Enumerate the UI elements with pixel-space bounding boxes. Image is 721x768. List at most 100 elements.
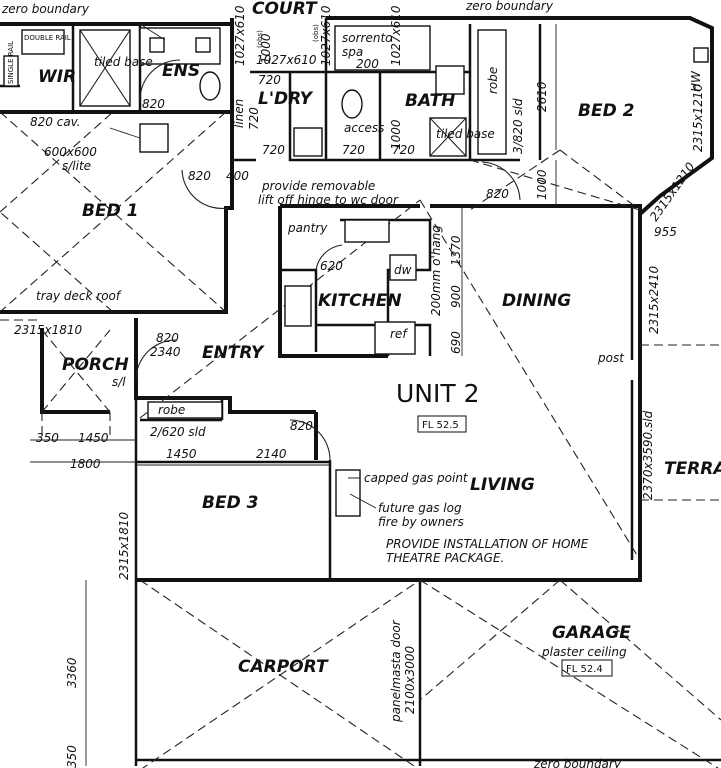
double-rail	[21, 29, 65, 55]
dim-bed1-door: 820	[188, 169, 211, 183]
note-zero-boundary-bottom: zero boundary	[533, 757, 622, 768]
note-skylight-size: 600x600	[44, 145, 97, 159]
dim-bed2-door: 820	[486, 187, 509, 201]
fl-garage: FL 52.4	[566, 664, 603, 675]
dim-955: 955	[654, 225, 677, 239]
dim-robe-sld: 3/820 sld	[511, 98, 525, 154]
note-tray-deck: tray deck roof	[36, 289, 122, 303]
note-hw: HW	[689, 70, 703, 92]
bed2-diagonals	[469, 149, 641, 211]
note-removable-2: lift off hinge to wc door	[258, 193, 399, 207]
dim-spa-200: 200	[356, 57, 379, 71]
bed3-door	[289, 419, 331, 461]
room-porch: PORCH	[62, 355, 129, 375]
unit-name: UNIT 2	[396, 379, 480, 408]
robe-bed2	[477, 29, 507, 155]
main-top-wall	[278, 204, 642, 560]
unit-info: UNIT 2 FL 52.5 FL 52.4	[396, 379, 613, 677]
note-dw: dw	[394, 263, 412, 277]
note-theatre-1: PROVIDE INSTALLATION OF HOME	[386, 537, 589, 551]
note-sorrento: sorrento	[342, 31, 393, 45]
dim-2140: 2140	[256, 447, 287, 461]
note-post: post	[597, 351, 625, 365]
dim-2315x2410: 2315x2410	[647, 265, 661, 334]
dim-690: 690	[449, 331, 463, 354]
dimension-lines	[30, 23, 557, 766]
bed1-door	[181, 169, 229, 209]
single-rail	[3, 55, 19, 87]
note-zero-boundary-top-left: zero boundary	[1, 2, 90, 16]
gas-point	[335, 469, 361, 517]
pantry-door	[315, 244, 343, 271]
dim-entry-820: 820	[156, 331, 179, 345]
ens-toilet	[199, 71, 221, 101]
note-future-gas-2: fire by owners	[378, 515, 464, 529]
entry-door	[135, 339, 177, 381]
note-access: access	[344, 121, 384, 135]
fl-box-garage	[561, 659, 613, 677]
tray-deck-outline	[41, 329, 111, 413]
doors	[135, 59, 521, 461]
dim-bed3-1450: 1450	[166, 447, 197, 461]
room-bed3: BED 3	[202, 493, 258, 513]
dim-3360: 3360	[65, 657, 79, 688]
laundry-bath-walls	[288, 24, 542, 162]
note-zero-boundary-top-right: zero boundary	[465, 0, 554, 13]
dim-window-2315x1210-a: 2315x1210	[691, 83, 705, 152]
cooktop	[284, 285, 312, 327]
top-wall	[0, 16, 714, 216]
laundry-trough	[293, 127, 323, 157]
room-bed2: BED 2	[578, 101, 634, 121]
dim-sliding-door: 2370x3590.sld	[641, 410, 655, 500]
dim-2340: 2340	[150, 345, 181, 359]
dim-porch-1450: 1450	[78, 431, 109, 445]
room-kitchen: KITCHEN	[318, 291, 402, 311]
dim-porch-window: 2315x1810	[14, 323, 83, 337]
room-wir: WIR	[38, 67, 76, 87]
note-future-gas-1: future gas log	[378, 501, 462, 515]
fl-box-main	[417, 415, 467, 433]
ens-basin-1	[149, 37, 165, 53]
dim-court-1027-a: 1027x610	[233, 5, 247, 66]
dim-laundry-720-b: 720	[262, 143, 285, 157]
walls	[0, 16, 721, 766]
dim-laundry-720-a: 720	[258, 73, 281, 87]
dim-court-1000: 1000	[259, 33, 273, 64]
note-cav: 820 cav.	[30, 115, 81, 129]
dim-400: 400	[226, 169, 249, 183]
dim-robe3-sld: 2/620 sld	[150, 425, 206, 439]
dim-court-1027-c: 1027x610	[256, 53, 317, 67]
note-tiled-base-bath: tiled base	[436, 127, 495, 141]
dim-bath-1000: 1000	[389, 119, 403, 150]
dim-350-bottom: 350	[65, 745, 79, 768]
dim-court-1027-b: 1027x610	[319, 5, 333, 66]
spa-bath	[334, 25, 431, 71]
skylight	[139, 123, 169, 153]
living-bottom-wall	[136, 556, 642, 582]
note-linen: linen	[232, 99, 246, 128]
note-obs-2: (obs)	[312, 24, 320, 42]
note-spa: spa	[342, 45, 363, 59]
note-single-rail: SINGLE RAIL	[7, 41, 15, 84]
robe-bed3	[147, 401, 223, 419]
hw-unit	[693, 47, 709, 63]
dim-350: 350	[36, 431, 59, 445]
leader-skylight	[109, 23, 166, 139]
note-pantry: pantry	[287, 221, 328, 235]
room-bath: BATH	[405, 91, 455, 111]
room-ens: ENS	[162, 61, 200, 81]
dim-bed3-window: 2315x1810	[117, 511, 131, 580]
dashed-lines	[0, 111, 721, 768]
room-court: COURT	[252, 0, 318, 19]
room-garage: GARAGE	[552, 623, 631, 643]
room-carport: CARPORT	[238, 657, 329, 677]
fl-main: FL 52.5	[422, 420, 459, 431]
main-living-diagonals	[139, 199, 641, 768]
dim-access-720: 720	[342, 143, 365, 157]
dim-bath-720: 720	[392, 143, 415, 157]
note-panel-door-size: 2100x3000	[403, 645, 417, 714]
dim-linen-720: 720	[247, 107, 261, 130]
dim-ens-door: 820	[142, 97, 165, 111]
dim-bed2-1000: 1000	[535, 169, 549, 200]
note-double-rail: DOUBLE RAIL	[24, 34, 71, 42]
